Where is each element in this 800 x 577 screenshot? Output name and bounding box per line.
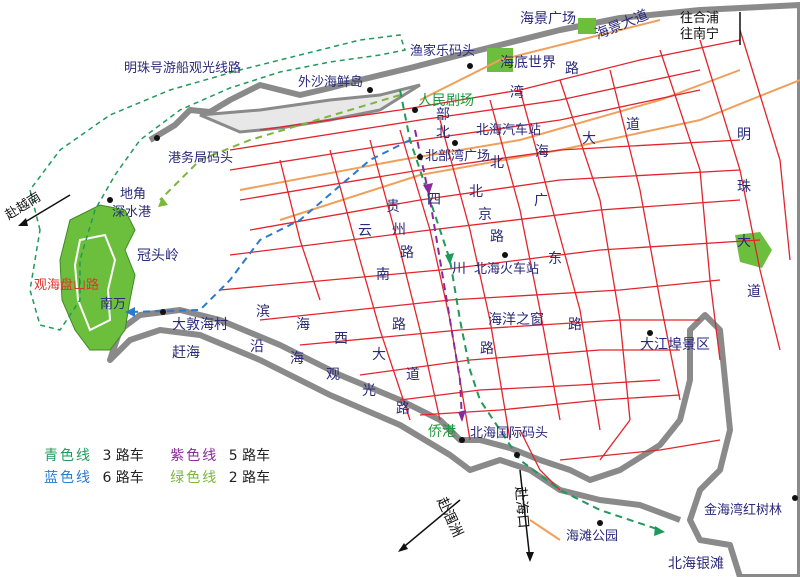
street-yanhai-yan: 沿 — [250, 339, 264, 355]
label-dadun-village: 大敦海村 — [172, 317, 228, 333]
street-hai: 海 — [535, 144, 549, 160]
to-weizhou-arrow — [399, 499, 461, 551]
street-guizhou-lu: 路 — [400, 245, 414, 261]
street-mingzhu-da: 大 — [737, 234, 751, 250]
coastline — [107, 2, 800, 577]
label-ocean-window: 海洋之窗 — [488, 312, 544, 328]
street-beijing-bei: 北 — [469, 184, 483, 200]
route-legend: 青色线 3 路车 紫色线 5 路车 蓝色线 6 路车 绿色线 2 路车 — [44, 445, 270, 489]
station-dots — [107, 63, 798, 526]
legend-purple-name: 紫色线 — [170, 448, 219, 464]
label-to-hepu: 往合浦 — [680, 11, 720, 26]
street-binhai-da: 大 — [372, 347, 386, 363]
label-beihai-train-station: 北海火车站 — [474, 262, 540, 277]
legend-row-1: 青色线 3 路车 紫色线 5 路车 — [44, 445, 270, 467]
street-guangdong-guang: 广 — [534, 193, 548, 209]
legend-green-route: 2 路车 — [228, 470, 271, 486]
route-blue — [129, 139, 411, 313]
label-silver-beach: 北海银滩 — [668, 556, 724, 572]
street-guangdong-dong: 东 — [548, 251, 562, 267]
legend-cyan-route: 3 路车 — [102, 448, 144, 464]
street-sichuan-si: 四 — [427, 192, 441, 208]
label-dijiao: 地角 — [120, 187, 147, 202]
street-binhai-dao: 道 — [406, 367, 420, 383]
street-dao: 道 — [626, 117, 640, 133]
label-gan-hai: 赶海 — [172, 345, 200, 361]
route-cyan — [399, 89, 661, 531]
label-intl-pier: 北海国际码头 — [470, 426, 549, 441]
label-qiaogang: 侨港 — [428, 424, 456, 440]
label-waisha-island: 外沙海鲜岛 — [298, 75, 364, 90]
label-guantouling: 冠头岭 — [137, 248, 179, 264]
label-yujiale-pier: 渔家乐码头 — [410, 44, 476, 59]
street-binhai-bin: 滨 — [256, 304, 270, 320]
cruise-route — [29, 34, 406, 331]
street-yanhai-guan: 观 — [326, 367, 340, 383]
label-cruise-route: 明珠号游船观光线路 — [124, 61, 242, 76]
street-guizhou-gui: 贵 — [386, 199, 400, 215]
label-port-pier: 港务局码头 — [168, 151, 234, 166]
street-sichuan-lu: 路 — [480, 341, 494, 357]
street-beibuwan-lu: 路 — [565, 61, 579, 77]
street-sichuan-chuan: 川 — [452, 261, 466, 277]
label-haidi-shijie: 海底世界 — [500, 55, 556, 71]
street-yanhai-hai: 海 — [290, 351, 304, 367]
route-arrows — [423, 183, 466, 422]
street-bu: 部 — [436, 107, 450, 123]
legend-blue-name: 蓝色线 — [44, 470, 92, 486]
street-mingzhu-ming: 明 — [737, 127, 751, 143]
label-haijing-square: 海景广场 — [520, 11, 576, 27]
street-mingzhu-zhu: 珠 — [737, 179, 751, 195]
street-yanhai-lu: 路 — [396, 401, 410, 417]
street-beijing-jing: 京 — [478, 207, 492, 223]
haijing-green — [578, 18, 596, 34]
legend-green-name: 绿色线 — [170, 470, 219, 486]
label-to-nanning: 往南宁 — [680, 27, 720, 42]
to-haikou-arrow — [519, 469, 531, 561]
street-yunnan-lu: 路 — [392, 317, 406, 333]
street-yunnan-yun: 云 — [358, 223, 372, 239]
street-yunnan-nan: 南 — [376, 267, 390, 283]
label-guanhai-road: 观海盘山路 — [34, 278, 100, 293]
route-green — [159, 94, 401, 201]
legend-row-2: 蓝色线 6 路车 绿色线 2 路车 — [44, 467, 270, 489]
label-to-haikou: 赴海口 — [511, 485, 532, 530]
label-beihai-bus-station: 北海汽车站 — [476, 123, 542, 138]
guanhai-road-line — [73, 233, 117, 332]
street-guizhou-zhou: 州 — [392, 222, 406, 238]
red-road-grid — [219, 29, 791, 491]
label-renmin-theater: 人民剧场 — [418, 93, 474, 109]
street-mingzhu-dao: 道 — [747, 284, 761, 300]
label-deepwater-port: 深水港 — [112, 205, 152, 220]
street-wan: 湾 — [510, 85, 524, 101]
legend-cyan-name: 青色线 — [44, 448, 92, 464]
label-jinhaiwan-mangrove: 金海湾红树林 — [704, 503, 783, 518]
street-da: 大 — [582, 131, 596, 147]
label-dajiangbu: 大江埠景区 — [640, 337, 710, 353]
to-vietnam-arrow — [19, 194, 71, 226]
label-nanwan: 南万 — [100, 297, 127, 312]
street-north: 北 — [490, 155, 504, 171]
label-haitan-park: 海滩公园 — [566, 529, 619, 544]
street-guangdong-lu: 路 — [568, 317, 582, 333]
street-beijing-lu: 路 — [490, 229, 504, 245]
street-bei: 北 — [436, 125, 450, 141]
legend-purple-route: 5 路车 — [228, 448, 271, 464]
street-yanhai-guang: 光 — [362, 383, 376, 399]
legend-blue-route: 6 路车 — [102, 470, 144, 486]
route-purple — [414, 129, 463, 421]
street-binhai-hai: 海 — [296, 317, 310, 333]
street-binhai-xi: 西 — [334, 331, 348, 347]
label-beibu-square: 北部湾广场 — [425, 149, 491, 164]
